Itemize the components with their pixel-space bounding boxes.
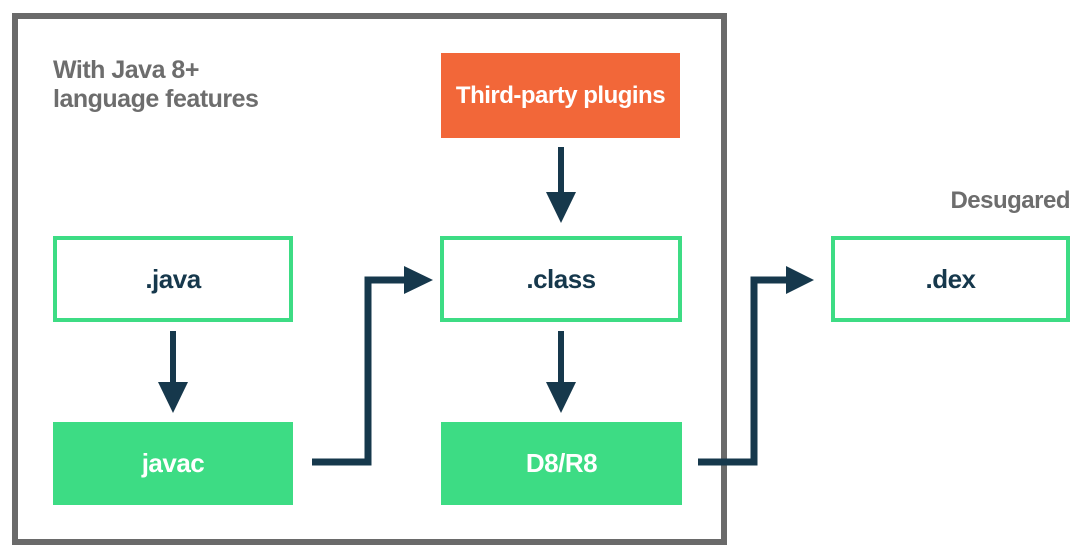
java8-note: With Java 8+ language features [53,56,259,114]
node-java-file-label: .java [145,263,201,294]
node-third-party-plugins: Third-party plugins [441,53,680,138]
node-third-party-plugins-label: Third-party plugins [455,81,666,109]
node-dex-file: .dex [831,236,1070,322]
node-javac-tool-label: javac [141,448,205,478]
java8-note-line2: language features [53,85,259,113]
node-d8r8-tool: D8/R8 [441,422,682,505]
java8-note-line1: With Java 8+ [53,56,199,84]
node-javac-tool: javac [53,422,293,505]
node-class-file: .class [440,236,682,322]
node-dex-file-label: .dex [925,263,976,294]
node-java-file: .java [53,236,293,322]
node-class-file-label: .class [526,263,596,294]
desugared-label: Desugared [950,187,1070,214]
node-d8r8-tool-label: D8/R8 [525,448,598,478]
